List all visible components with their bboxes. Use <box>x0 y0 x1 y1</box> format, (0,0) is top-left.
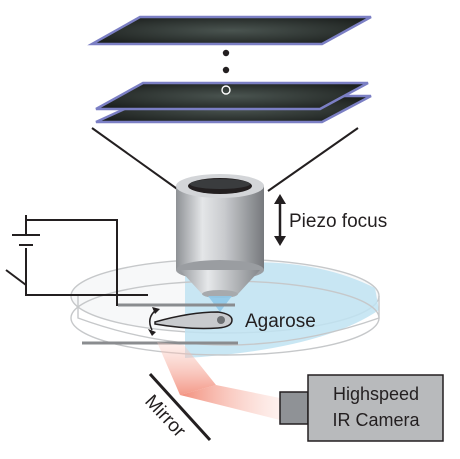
camera-body <box>307 374 444 442</box>
agarose-label: Agarose <box>245 311 316 332</box>
camera-lens <box>279 391 309 425</box>
image-slice-top <box>87 15 372 46</box>
image-slice-middle <box>95 81 369 111</box>
projection-line-right <box>267 127 359 192</box>
image-stack <box>87 15 372 124</box>
ir-beam-down <box>157 342 216 395</box>
mirror-label: Mirror <box>140 391 190 442</box>
ir-camera <box>279 374 444 442</box>
ellipsis-dot <box>222 49 230 57</box>
piezo-arrow <box>274 194 286 246</box>
mirror <box>148 372 212 442</box>
objective-lens <box>176 174 264 298</box>
camera-label-line1: Highspeed <box>333 384 419 404</box>
larva <box>154 311 233 330</box>
projection-line-left <box>91 127 181 192</box>
focal-point-marker <box>221 85 231 95</box>
camera-label-line2: IR Camera <box>332 410 420 430</box>
piezo-focus-label: Piezo focus <box>289 211 387 232</box>
ir-beam-side <box>180 385 280 420</box>
ellipsis-dot <box>222 66 230 74</box>
